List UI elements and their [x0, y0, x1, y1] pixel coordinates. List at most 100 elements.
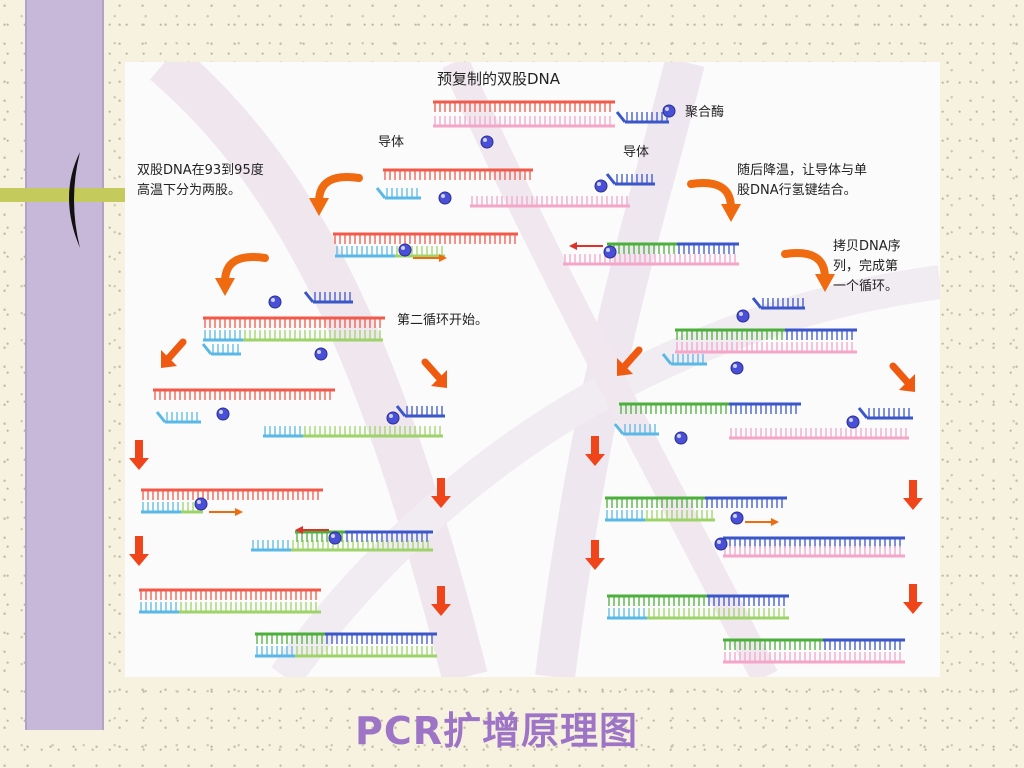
polymerase-highlight — [317, 350, 321, 354]
polymerase-highlight — [597, 182, 601, 186]
polymerase-highlight — [331, 534, 335, 538]
primer-blue-r — [761, 298, 805, 310]
right-c-top — [705, 496, 787, 508]
bracket-icon — [69, 152, 80, 248]
primer-tail — [751, 297, 763, 309]
right-e-top — [707, 594, 789, 606]
primer-blue-lb — [405, 406, 445, 418]
step-denature-line1: 双股DNA在93到95度 — [137, 163, 264, 178]
polymerase-icon — [736, 309, 750, 323]
primer-tail — [615, 111, 627, 123]
separated-pink — [470, 196, 630, 208]
step-copy-line2: 列，完成第 — [833, 259, 899, 274]
polymerase-highlight — [389, 414, 393, 418]
primer-tail — [303, 291, 315, 303]
diag-arrow-body — [889, 362, 913, 388]
primer-tail — [201, 343, 213, 355]
down-arrow-icon — [431, 586, 451, 616]
polymerase-highlight — [271, 298, 275, 302]
separated-red — [383, 168, 533, 180]
extension-arrow-head — [771, 518, 779, 526]
step-second-cycle: 第二循环开始。 — [397, 313, 489, 328]
diag-arrow-head — [161, 350, 177, 368]
step-copy-line1: 拷贝DNA序 — [833, 239, 901, 254]
row3-red — [333, 232, 518, 244]
primer-tail — [613, 423, 625, 435]
diag-arrow-body — [619, 346, 643, 372]
legend-polymerase-label: 聚合酶 — [685, 105, 725, 120]
polymerase-highlight — [677, 434, 681, 438]
step-anneal-line2: 股DNA行氢键结合。 — [737, 183, 857, 198]
primer-blue-rb — [867, 408, 913, 420]
polymerase-icon — [674, 431, 688, 445]
row3-pink — [563, 254, 739, 266]
polymerase-highlight — [441, 194, 445, 198]
primer-cyan-ra — [623, 424, 659, 436]
polymerase-highlight — [483, 138, 487, 142]
primer-blue-l — [313, 292, 353, 304]
primer-cyan — [385, 188, 421, 200]
polymerase-icon — [386, 411, 400, 425]
polymerase-icon — [594, 179, 608, 193]
extension-arrow-head — [295, 526, 303, 534]
left-c-top — [141, 488, 323, 500]
curved-arrow-head — [215, 278, 235, 296]
left-f-bottom — [255, 646, 295, 658]
left-e-bottom — [179, 602, 321, 614]
right-f-bottom — [723, 652, 905, 664]
right-f-top — [823, 638, 905, 650]
primer-cyan-l — [211, 344, 241, 356]
extension-arrow-head — [569, 242, 577, 250]
polymerase-icon — [480, 135, 494, 149]
polymerase-highlight — [219, 410, 223, 414]
right-e-bottom — [647, 608, 789, 620]
left-e-bottom — [139, 602, 179, 614]
left-b-cyan — [263, 426, 303, 438]
left-d-blue — [345, 530, 433, 542]
polymerase-icon — [314, 347, 328, 361]
primer-cyan-r — [671, 354, 707, 366]
left-d-lgreen — [291, 540, 433, 552]
primer-tail — [395, 405, 407, 417]
right-duplex-top — [785, 328, 857, 340]
row3-cyan — [335, 246, 395, 258]
polymerase-highlight — [739, 312, 743, 316]
diagram-panel: 预复制的双股DNA 聚合酶 导体 导体 双股DNA在93到95度 高温下分为两股… — [125, 62, 940, 677]
polymerase-icon — [268, 295, 282, 309]
right-c-bottom — [645, 510, 715, 522]
right-a-green — [619, 402, 729, 414]
left-e-top — [139, 588, 321, 600]
right-c-bottom — [605, 510, 645, 522]
primer-right-label: 导体 — [623, 145, 650, 160]
right-f-top — [723, 638, 823, 650]
left-a-red — [153, 388, 335, 400]
polymerase-highlight — [606, 248, 610, 252]
polymerase-icon — [730, 361, 744, 375]
curved-arrow-icon — [781, 249, 829, 282]
original-bottom-strand — [433, 116, 615, 128]
curved-arrow-icon — [221, 253, 269, 286]
left-duplex-bottom — [203, 330, 243, 342]
polymerase-icon — [603, 245, 617, 259]
down-arrow-icon — [129, 536, 149, 566]
down-arrow-icon — [585, 436, 605, 466]
down-arrow-icon — [129, 440, 149, 470]
polymerase-icon — [846, 415, 860, 429]
polymerase-icon — [328, 531, 342, 545]
polymerase-icon — [216, 407, 230, 421]
slide-caption: PCR扩增原理图 — [355, 709, 638, 753]
polymerase-icon — [398, 243, 412, 257]
down-arrow-icon — [431, 478, 451, 508]
step-anneal-line1: 随后降温，让导体与单 — [737, 163, 868, 178]
step-copy-line3: 一个循环。 — [833, 279, 899, 294]
curved-arrow-head — [815, 274, 835, 292]
step-denature-line2: 高温下分为两股。 — [137, 183, 242, 198]
primer-left-label: 导体 — [378, 135, 405, 150]
diag-arrow-body — [163, 338, 187, 364]
curved-arrow-icon — [687, 179, 735, 212]
primer-blue-2 — [615, 174, 655, 186]
down-arrow-icon — [903, 480, 923, 510]
polymerase-icon — [194, 497, 208, 511]
extension-arrow-head — [235, 508, 243, 516]
left-f-bottom — [295, 646, 437, 658]
